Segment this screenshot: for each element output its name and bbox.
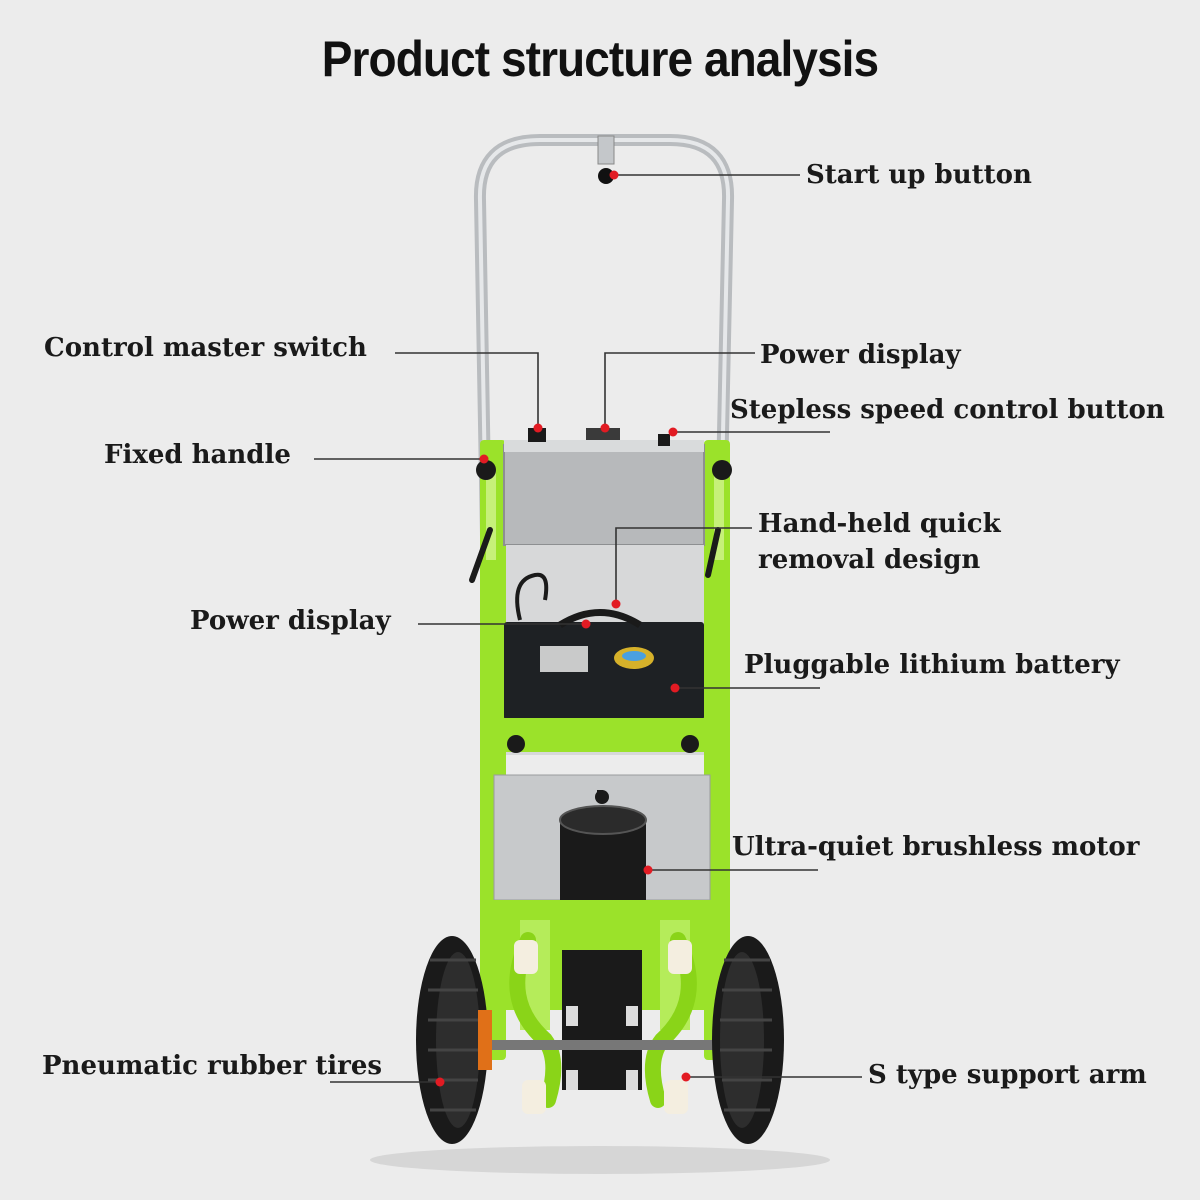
- brushless-motor: [560, 815, 646, 915]
- label-control-master-switch: Control master switch: [44, 333, 367, 363]
- label-stepless-speed-control-button: Stepless speed control button: [730, 395, 1165, 425]
- control-panel: [503, 444, 705, 546]
- speed-knob: [658, 434, 670, 446]
- power-display-panel: [586, 428, 620, 440]
- start-button: [598, 168, 614, 184]
- label-fixed-handle: Fixed handle: [104, 440, 291, 470]
- battery-handle: [558, 609, 642, 629]
- lithium-battery: [504, 622, 704, 720]
- line-power-display-top: [604, 352, 755, 428]
- fixed-handle-knob-left: [476, 460, 496, 480]
- line-control-master-switch: [395, 352, 539, 428]
- tire-left: [416, 936, 492, 1144]
- label-hand-held-quick-line1: Hand-held quick: [758, 509, 1001, 539]
- master-switch: [528, 428, 546, 442]
- callout-lines: [314, 174, 862, 1083]
- line-hand-held-removal: [615, 527, 752, 602]
- tire-right: [712, 936, 784, 1144]
- label-hand-held-quick-line2: removal design: [758, 545, 981, 575]
- label-pneumatic-rubber-tires: Pneumatic rubber tires: [42, 1051, 383, 1081]
- label-start-up-button: Start up button: [806, 160, 1032, 190]
- fixed-handle-knob-right: [712, 460, 732, 480]
- label-s-type-support-arm: S type support arm: [868, 1060, 1147, 1090]
- label-power-display-middle: Power display: [190, 606, 391, 636]
- page-title: Product structure analysis: [321, 31, 879, 87]
- label-ultra-quiet-brushless-motor: Ultra-quiet brushless motor: [732, 832, 1140, 862]
- start-button-clamp: [597, 135, 615, 165]
- label-pluggable-lithium-battery: Pluggable lithium battery: [744, 650, 1120, 680]
- marker-dots: [435, 170, 691, 1087]
- label-power-display-top: Power display: [760, 340, 961, 370]
